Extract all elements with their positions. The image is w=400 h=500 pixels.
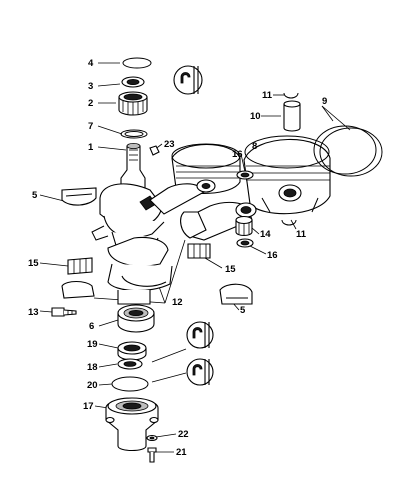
o-ring-20: [111, 376, 149, 392]
callout-label: 2: [88, 98, 93, 109]
bearing-half-15-right: [187, 243, 211, 259]
bearing-half-5-right: [219, 283, 253, 305]
oil-seal-19: [117, 341, 147, 361]
screw-21: [147, 447, 157, 463]
washer-22: [146, 434, 158, 442]
roller-bearing-2: [118, 91, 148, 116]
lock-ring-11-top: [283, 92, 299, 99]
end-cap-housing-17: [105, 397, 159, 452]
callout-label: 20: [87, 380, 98, 391]
callout-label: 19: [87, 339, 98, 350]
callout-label: 16: [232, 149, 243, 160]
callout-label: 5: [32, 190, 38, 201]
callout-label: 13: [28, 307, 39, 318]
bearing-half-lower-left: [61, 280, 95, 299]
callout-label: 5: [240, 305, 246, 316]
callout-label: 17: [83, 401, 94, 412]
bearing-half-15-left: [67, 257, 93, 275]
seal-ring-4: [122, 57, 152, 69]
callout-label: 6: [89, 321, 94, 332]
washer-16-lower: [236, 238, 254, 248]
callout-label: 8: [252, 141, 257, 152]
callout-label: 4: [88, 58, 94, 69]
callout-label: 15: [28, 258, 39, 269]
callout-label: 3: [88, 81, 93, 92]
callout-label: 11: [296, 229, 307, 240]
grease-application-icon: [150, 65, 203, 95]
callout-label: 22: [178, 429, 189, 440]
grease-application-icon: [186, 358, 214, 386]
callout-label: 7: [88, 121, 93, 132]
callout-labels: 1 2 3 4 5 5 6 7 8 9 10 11 11 12 13 14 15…: [28, 58, 327, 458]
callout-label: 21: [176, 447, 187, 458]
grease-application-icon: [186, 321, 214, 349]
lock-ring-11-bottom: [281, 219, 297, 226]
ball-bearing-6: [117, 304, 155, 333]
piston-front-8: [243, 135, 331, 215]
callout-label: 23: [164, 139, 175, 150]
callout-label: 12: [172, 297, 183, 308]
bearing-half-5-left: [61, 187, 97, 206]
callout-label: 14: [260, 229, 271, 240]
bolt-13: [51, 307, 77, 317]
connecting-rod-lower: [180, 201, 257, 241]
needle-bearing-14: [235, 215, 253, 237]
retaining-ring-7: [120, 129, 148, 139]
oil-seal-18: [117, 358, 143, 370]
callout-label: 18: [87, 362, 98, 373]
connecting-rod-upper: [149, 179, 216, 215]
piston-rings-9: [313, 125, 383, 177]
piston-pin-10: [283, 100, 301, 132]
callout-label: 11: [262, 90, 273, 101]
woodruff-key-23: [149, 145, 160, 156]
oil-seal-3: [121, 76, 145, 88]
callout-label: 15: [225, 264, 236, 275]
callout-label: 16: [267, 250, 278, 261]
callout-label: 9: [322, 96, 327, 107]
washer-16-upper: [236, 170, 254, 180]
callout-label: 10: [250, 111, 261, 122]
callout-label: 1: [88, 142, 94, 153]
crankshaft-1: [91, 142, 173, 305]
